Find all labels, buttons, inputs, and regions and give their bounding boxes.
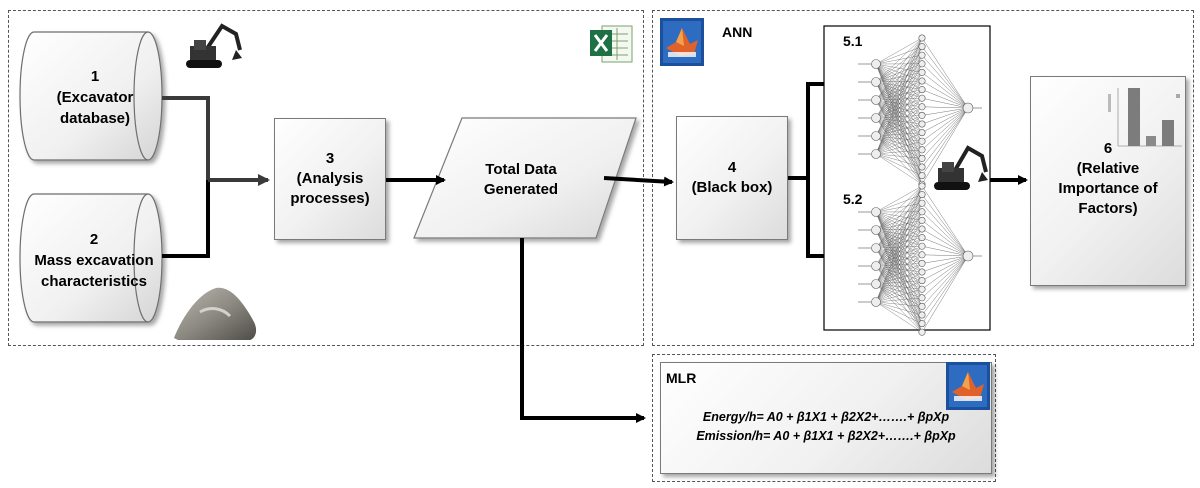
ann-region: [652, 10, 1194, 346]
data-collection-region: [8, 10, 644, 346]
total-data-label: Total Data Generated: [483, 161, 559, 198]
rock-pile-icon: [170, 282, 260, 342]
bar-chart-icon: [1108, 88, 1182, 147]
mlr-box: [660, 362, 992, 474]
excavator-icon: [934, 140, 990, 196]
mlr-region: [652, 354, 996, 482]
analysis-processes-box: 3 (Analysis processes): [274, 118, 386, 240]
cylinder-1-label: 1 (Excavator database): [56, 68, 134, 127]
matlab-icon: [946, 362, 990, 410]
excavator-icon: [184, 16, 244, 72]
cylinder-mass-excavation: [19, 193, 163, 323]
cylinder-2-label: 2 Mass excavation characteristics: [34, 231, 154, 290]
excel-icon: [588, 20, 634, 66]
mlr-equation-emission: Emission/h= A0 + β1X1 + β2X2+…….+ βpXp: [696, 429, 956, 443]
mlr-title: MLR: [666, 370, 697, 386]
ann-title: ANN: [722, 24, 753, 40]
network-5-1-label: 5.1: [843, 33, 863, 49]
cylinder-excavator-database: [19, 31, 163, 161]
black-box: 4 (Black box): [676, 116, 788, 240]
mlr-equation-energy: Energy/h= A0 + β1X1 + β2X2+…….+ βpXp: [702, 410, 950, 424]
neural-network-icon: [858, 182, 982, 336]
network-5-2-label: 5.2: [843, 191, 863, 207]
neural-network-icon: [858, 34, 982, 188]
total-data-parallelogram: [413, 117, 637, 239]
matlab-icon: [660, 18, 704, 66]
